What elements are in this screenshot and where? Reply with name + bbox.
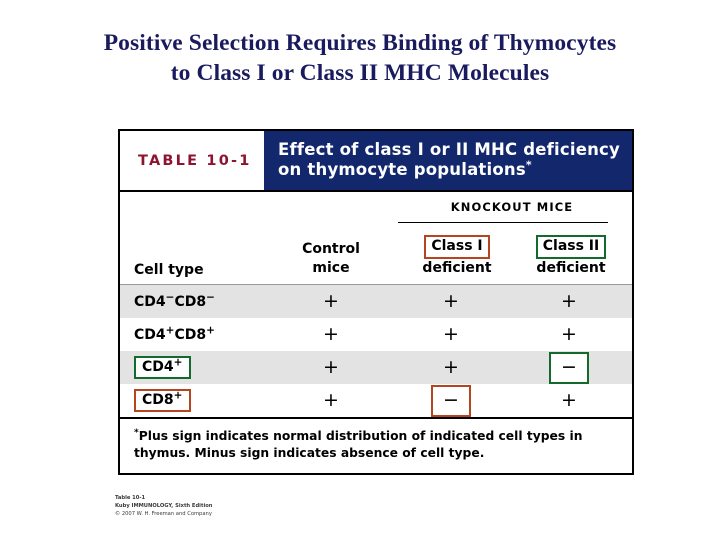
column-header-cell-type: Cell type [134, 262, 204, 279]
credit-line-2: Kuby IMMUNOLOGY, Sixth Edition [115, 503, 213, 510]
column-header-class1-line-1-wrap: Class I [398, 235, 516, 260]
table-title-footnote-marker: * [525, 158, 532, 172]
cell-control-row1: + [323, 290, 339, 313]
class1-highlight-box: Class I [424, 235, 490, 260]
row-label-sup-1: − [165, 291, 175, 304]
table-row: CD4+CD8+ + + + [120, 318, 632, 351]
table-row: CD8+ + − + [120, 384, 632, 417]
cell-control-row2: + [323, 323, 339, 346]
column-header-class2-line-1-wrap: Class II [512, 235, 630, 260]
cell-class1-row4: − [392, 384, 510, 417]
row-label-sup-1: + [165, 324, 175, 337]
page-title-line-2: to Class I or Class II MHC Molecules [170, 60, 550, 87]
column-header-control-line-1: Control [302, 241, 360, 258]
cell-control-row3: + [323, 356, 339, 379]
row-label-part-1: CD4 [134, 293, 166, 310]
column-header-class1-deficient: Class I deficient [398, 235, 516, 278]
cd4pos-highlight-box: CD4+ [134, 356, 192, 380]
cell-class2-row3-highlight-box: − [549, 351, 589, 384]
table-title-line-2-text: on thymocyte populations [278, 160, 526, 180]
row-label-part-1: CD8 [142, 392, 174, 409]
table-title-line-2: on thymocyte populations* [278, 160, 620, 180]
credit-line-1: Table 10-1 [115, 495, 146, 501]
table-title: Effect of class I or II MHC deficiency o… [278, 140, 620, 180]
credit-block: Table 10-1 Kuby IMMUNOLOGY, Sixth Editio… [115, 494, 212, 518]
cd8pos-highlight-box: CD8+ [134, 389, 192, 413]
cell-class2-row2: + [561, 323, 577, 346]
row-label-cd4neg-cd8neg: CD4−CD8− [120, 291, 270, 310]
table-number: TABLE 10-1 [138, 152, 252, 169]
column-header-control-line-2: mice [312, 260, 350, 277]
cell-class1-row2: + [443, 323, 459, 346]
row-label-sup-1: + [173, 356, 183, 369]
column-header-class1-line-2: deficient [422, 260, 492, 277]
footnote-marker: * [134, 428, 139, 439]
cell-class2-row1: + [561, 290, 577, 313]
group-header-knockout-mice: KNOCKOUT MICE [450, 200, 574, 215]
table-row: CD4−CD8− + + + [120, 285, 632, 319]
cell-control-row4: + [323, 389, 339, 412]
row-label-sup-1: + [173, 389, 183, 402]
table-header-band: TABLE 10-1 Effect of class I or II MHC d… [120, 131, 632, 193]
table-body: CD4−CD8− + + + CD4+CD8+ + + + CD4+ + + −… [120, 284, 632, 418]
table-number-cell: TABLE 10-1 [120, 131, 264, 191]
group-header-rule [398, 222, 608, 224]
row-label-sup-2: − [206, 291, 215, 304]
row-label-part-1: CD4 [134, 326, 166, 343]
class2-highlight-box: Class II [535, 235, 607, 260]
row-label-cd4pos-cd8pos: CD4+CD8+ [120, 324, 270, 343]
row-label-cd4pos: CD4+ [120, 356, 270, 380]
cell-class1-row4-highlight-box: − [431, 384, 471, 417]
column-header-class2-deficient: Class II deficient [512, 235, 630, 278]
row-label-cd8pos: CD8+ [120, 389, 270, 413]
page-title-line-1: Positive Selection Requires Binding of T… [103, 30, 617, 56]
row-label-part-2: CD8 [174, 326, 207, 343]
column-header-zone: KNOCKOUT MICE Cell type Control mice Cla… [120, 192, 632, 285]
column-header-class2-line-2: deficient [536, 260, 606, 277]
row-label-part-1: CD4 [142, 359, 174, 376]
table-title-line-1: Effect of class I or II MHC deficiency [278, 140, 620, 159]
row-label-part-2: CD8 [174, 293, 207, 310]
credit-line-3: © 2007 W. H. Freeman and Company [115, 511, 212, 518]
footnote-text: Plus sign indicates normal distribution … [134, 429, 583, 460]
cell-class1-row1: + [443, 290, 459, 313]
cell-class1-row3: + [443, 356, 459, 379]
row-label-sup-2: + [206, 324, 215, 337]
cell-class2-row3: − [510, 351, 628, 384]
column-header-control-mice: Control mice [270, 240, 392, 278]
table-footnote: *Plus sign indicates normal distribution… [120, 417, 632, 472]
table-figure: TABLE 10-1 Effect of class I or II MHC d… [118, 129, 634, 475]
cell-class2-row4: + [561, 389, 577, 412]
table-title-cell: Effect of class I or II MHC deficiency o… [264, 131, 632, 190]
page-title: Positive Selection Requires Binding of T… [40, 28, 680, 88]
table-row: CD4+ + + − [120, 351, 632, 385]
